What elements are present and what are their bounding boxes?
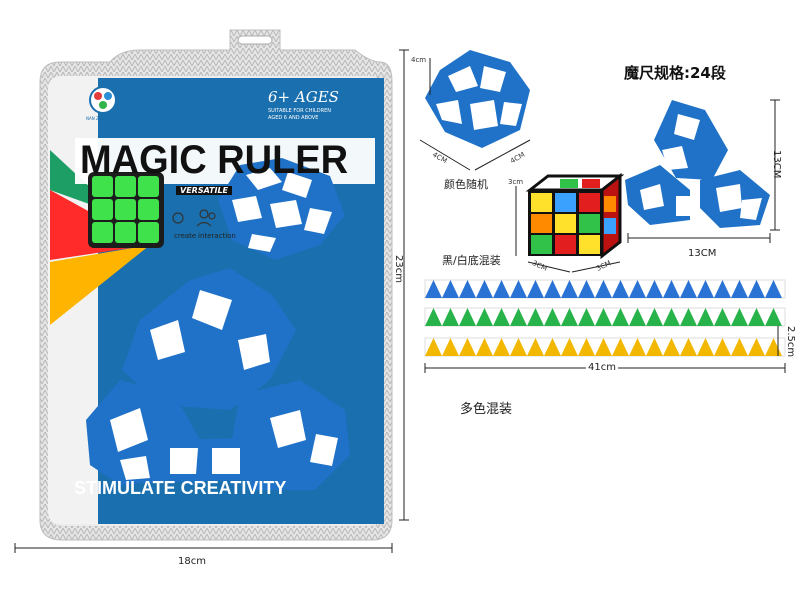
strip-segment — [612, 280, 629, 298]
spec-rubik-cube — [525, 172, 625, 260]
strip-segment — [629, 338, 646, 356]
strip-segment — [476, 308, 493, 326]
strip-segment — [459, 280, 476, 298]
strips-caption: 多色混装 — [460, 402, 513, 417]
versatile-text: VERSATILE — [176, 186, 232, 195]
strip-segment — [476, 280, 493, 298]
brand-name: NAN ZHI XING — [86, 116, 115, 121]
strip-segment — [748, 308, 765, 326]
strip-segment — [765, 308, 782, 326]
triangle-height-label: 13CM — [771, 150, 782, 179]
strip-segment — [612, 308, 629, 326]
package-width-label: 18cm — [178, 556, 206, 567]
strip-segment — [425, 338, 442, 356]
strip-segment — [646, 338, 663, 356]
green-cube — [88, 172, 164, 248]
package-title: MAGIC RULER — [80, 138, 349, 182]
strip-segment — [680, 308, 697, 326]
strip-segment — [714, 338, 731, 356]
strip-segment — [527, 280, 544, 298]
strip-segment — [697, 280, 714, 298]
feature-create: create — [174, 232, 197, 240]
feature-interaction: interaction — [198, 232, 236, 240]
strip-segment — [595, 338, 612, 356]
strip-segment — [493, 338, 510, 356]
strip-segment — [544, 280, 561, 298]
strip-segment — [425, 280, 442, 298]
feature-icons — [172, 209, 216, 227]
snake-caption: 颜色随机 — [444, 178, 488, 191]
strip-segment — [765, 280, 782, 298]
strip-segment — [544, 308, 561, 326]
strip-segment — [578, 308, 595, 326]
strip-segment — [748, 338, 765, 356]
strip-segment — [748, 280, 765, 298]
strip-segment — [697, 308, 714, 326]
package-triangle-shape — [86, 268, 350, 490]
package-slogan: STIMULATE CREATIVITY — [74, 478, 287, 498]
strip-segment — [595, 308, 612, 326]
strip-segment — [510, 280, 527, 298]
cube-left-dim: 3cm — [508, 178, 524, 186]
strip-segment — [629, 308, 646, 326]
strip-thickness-label: 2.5cm — [785, 326, 796, 358]
strip-segment — [476, 338, 493, 356]
package-snake-ball — [218, 158, 345, 260]
strip-segment — [561, 338, 578, 356]
strip-segment — [527, 338, 544, 356]
strip-segment — [731, 308, 748, 326]
strip-segment — [561, 280, 578, 298]
strip-segment — [646, 308, 663, 326]
strip-segment — [578, 338, 595, 356]
strip-segment — [459, 338, 476, 356]
strip-segment — [493, 308, 510, 326]
strip-segment — [595, 280, 612, 298]
snake-top-dim: 4cm — [411, 56, 427, 64]
strip-segment — [442, 280, 459, 298]
age-sub-2: AGED 6 AND ABOVE — [268, 115, 319, 121]
spec-snake-ball — [425, 50, 530, 148]
strip-segment — [663, 308, 680, 326]
strip-segment — [510, 338, 527, 356]
strip-segment — [493, 280, 510, 298]
spec-title: 魔尺规格:24段 — [624, 64, 726, 82]
strip-segment — [612, 338, 629, 356]
spec-triangle-shape — [625, 100, 770, 228]
strip-segment — [680, 338, 697, 356]
strip-segment — [544, 338, 561, 356]
age-badge: 6+ AGES — [268, 88, 339, 106]
strip-segment — [459, 308, 476, 326]
strip-segment — [425, 308, 442, 326]
strip-segment — [697, 338, 714, 356]
strip-segment — [442, 308, 459, 326]
cube-caption: 黑/白底混装 — [442, 254, 501, 267]
brand-logo — [89, 86, 117, 114]
strip-segment — [578, 280, 595, 298]
strip-segment — [527, 308, 544, 326]
strip-segment — [731, 338, 748, 356]
strip-segment — [561, 308, 578, 326]
strip-segment — [510, 308, 527, 326]
strip-segment — [442, 338, 459, 356]
strip-segment — [714, 280, 731, 298]
package-height-label: 23cm — [393, 255, 404, 283]
triangle-width-label: 13CM — [688, 248, 717, 259]
strip-length-label: 41cm — [586, 362, 618, 373]
strip-segment — [646, 280, 663, 298]
strip-segment — [680, 280, 697, 298]
strip-segment — [663, 338, 680, 356]
age-sub-1: SUITABLE FOR CHILDREN — [268, 108, 331, 114]
strip-segment — [663, 280, 680, 298]
strip-segment — [731, 280, 748, 298]
strip-segment — [714, 308, 731, 326]
strip-segment — [629, 280, 646, 298]
